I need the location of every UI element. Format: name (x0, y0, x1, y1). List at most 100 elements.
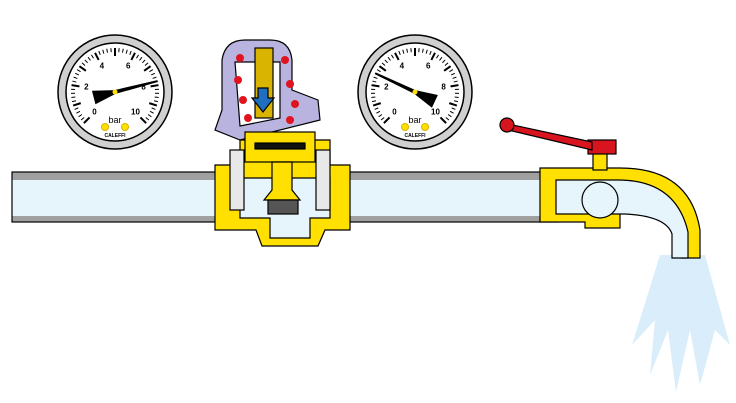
gauge-tick (373, 76, 378, 79)
gauge-tick (422, 48, 424, 53)
gauge-tick (129, 50, 132, 55)
gauge-tick (449, 69, 454, 73)
gauge-tick (454, 96, 459, 99)
outlet-pipe (329, 171, 559, 223)
gauge-unit-label: bar (408, 115, 421, 125)
gauge-tick (98, 50, 101, 55)
gauge-tick (139, 116, 147, 124)
gauge-screw-icon (121, 123, 129, 131)
gauge-screw-icon (101, 123, 109, 131)
gauge-tick (152, 76, 157, 79)
gauge-tick (378, 114, 383, 118)
gauge-tick (387, 56, 391, 61)
gauge-tick (453, 100, 459, 103)
gauge-tick (84, 59, 88, 64)
gauge-tick (406, 48, 408, 53)
gauge-tick-label: 6 (126, 61, 131, 70)
gauge-tick (430, 52, 436, 61)
gauge-tick (384, 59, 388, 64)
gauge-tick (449, 110, 454, 114)
gauge-tick (73, 76, 78, 79)
gauge-tick-label: 2 (384, 83, 389, 92)
gauge-tick (83, 116, 91, 124)
gauge-tick (450, 72, 456, 76)
flow-arrow-icon (250, 87, 276, 113)
gauge-tick (74, 72, 80, 76)
gauge-tick (391, 54, 394, 59)
gauge-tick (153, 100, 159, 103)
gauge-tick (151, 107, 156, 110)
gauge-tick (451, 107, 456, 110)
gauge-tick-label: 4 (400, 61, 405, 70)
gauge-tick (71, 84, 80, 88)
gauge-tick (136, 54, 139, 59)
gauge-tick (76, 110, 81, 114)
gauge-tick (398, 50, 401, 55)
gauge-tick (371, 84, 380, 88)
gauge-tick (429, 50, 432, 55)
gauge-tick (91, 54, 94, 59)
gauge-tick (154, 96, 159, 99)
gauge-tick (381, 62, 386, 66)
gauge-tick (71, 100, 77, 103)
gauge-tick (139, 56, 143, 61)
gauge-screw-icon (421, 123, 429, 131)
gauge-tick (87, 56, 91, 61)
gauge-tick (447, 114, 452, 118)
gauge-tick-label: 4 (100, 61, 105, 70)
gauge-needle (374, 72, 438, 108)
gauge-tick (439, 56, 443, 61)
gauge-tick (371, 100, 377, 103)
water-spray (632, 255, 730, 392)
gauge-tick (142, 59, 146, 64)
gauge-tick (372, 102, 382, 107)
gauge-tick-label: 10 (131, 108, 140, 117)
gauge-tick (145, 117, 150, 121)
gauge-tick-label: 2 (84, 83, 89, 92)
gauge-tick (106, 48, 108, 53)
gauge-tick (448, 102, 458, 107)
gauge-tick (125, 49, 128, 54)
gauge-tick (376, 69, 381, 73)
gauge-tick (72, 80, 77, 83)
ball-valve (499, 117, 701, 259)
gauge-needle (91, 80, 158, 105)
gauge-tick (439, 116, 447, 124)
gauge-tick (374, 107, 379, 110)
gauge-tick (130, 52, 136, 61)
gauge-tick-label: 10 (431, 108, 440, 117)
gauge-tick (372, 80, 377, 83)
gauge-tick-label: 8 (141, 83, 146, 92)
gauge-tick (102, 49, 105, 54)
gauge-tick-label: 0 (392, 108, 397, 117)
pressure-reducing-valve (214, 39, 351, 247)
gauge-tick (80, 117, 85, 121)
gauge-tick (71, 96, 76, 99)
gauge-tick (147, 114, 152, 118)
gauge-tick (144, 62, 149, 66)
gauge-tick (436, 54, 439, 59)
gauge-tick (378, 65, 387, 72)
gauge-tick (444, 62, 449, 66)
gauge-tick (450, 84, 459, 88)
gauge-tick (149, 110, 154, 114)
gauge-tick (78, 114, 83, 118)
gauge-tick (76, 69, 81, 73)
inlet-pipe (11, 171, 223, 223)
gauge-tick (150, 72, 156, 76)
gauge-tick (376, 110, 381, 114)
gauge-tick (453, 80, 458, 83)
gauge-tick (81, 62, 86, 66)
valve-handle (507, 123, 593, 151)
gauge-tick (394, 52, 400, 61)
gauge-tick (402, 49, 405, 54)
gauge-tick (452, 76, 457, 79)
gauge-tick (122, 48, 124, 53)
gauge-tick (380, 117, 385, 121)
gauge-tick (442, 59, 446, 64)
gauge-tick (74, 107, 79, 110)
gauge-tick (383, 116, 391, 124)
